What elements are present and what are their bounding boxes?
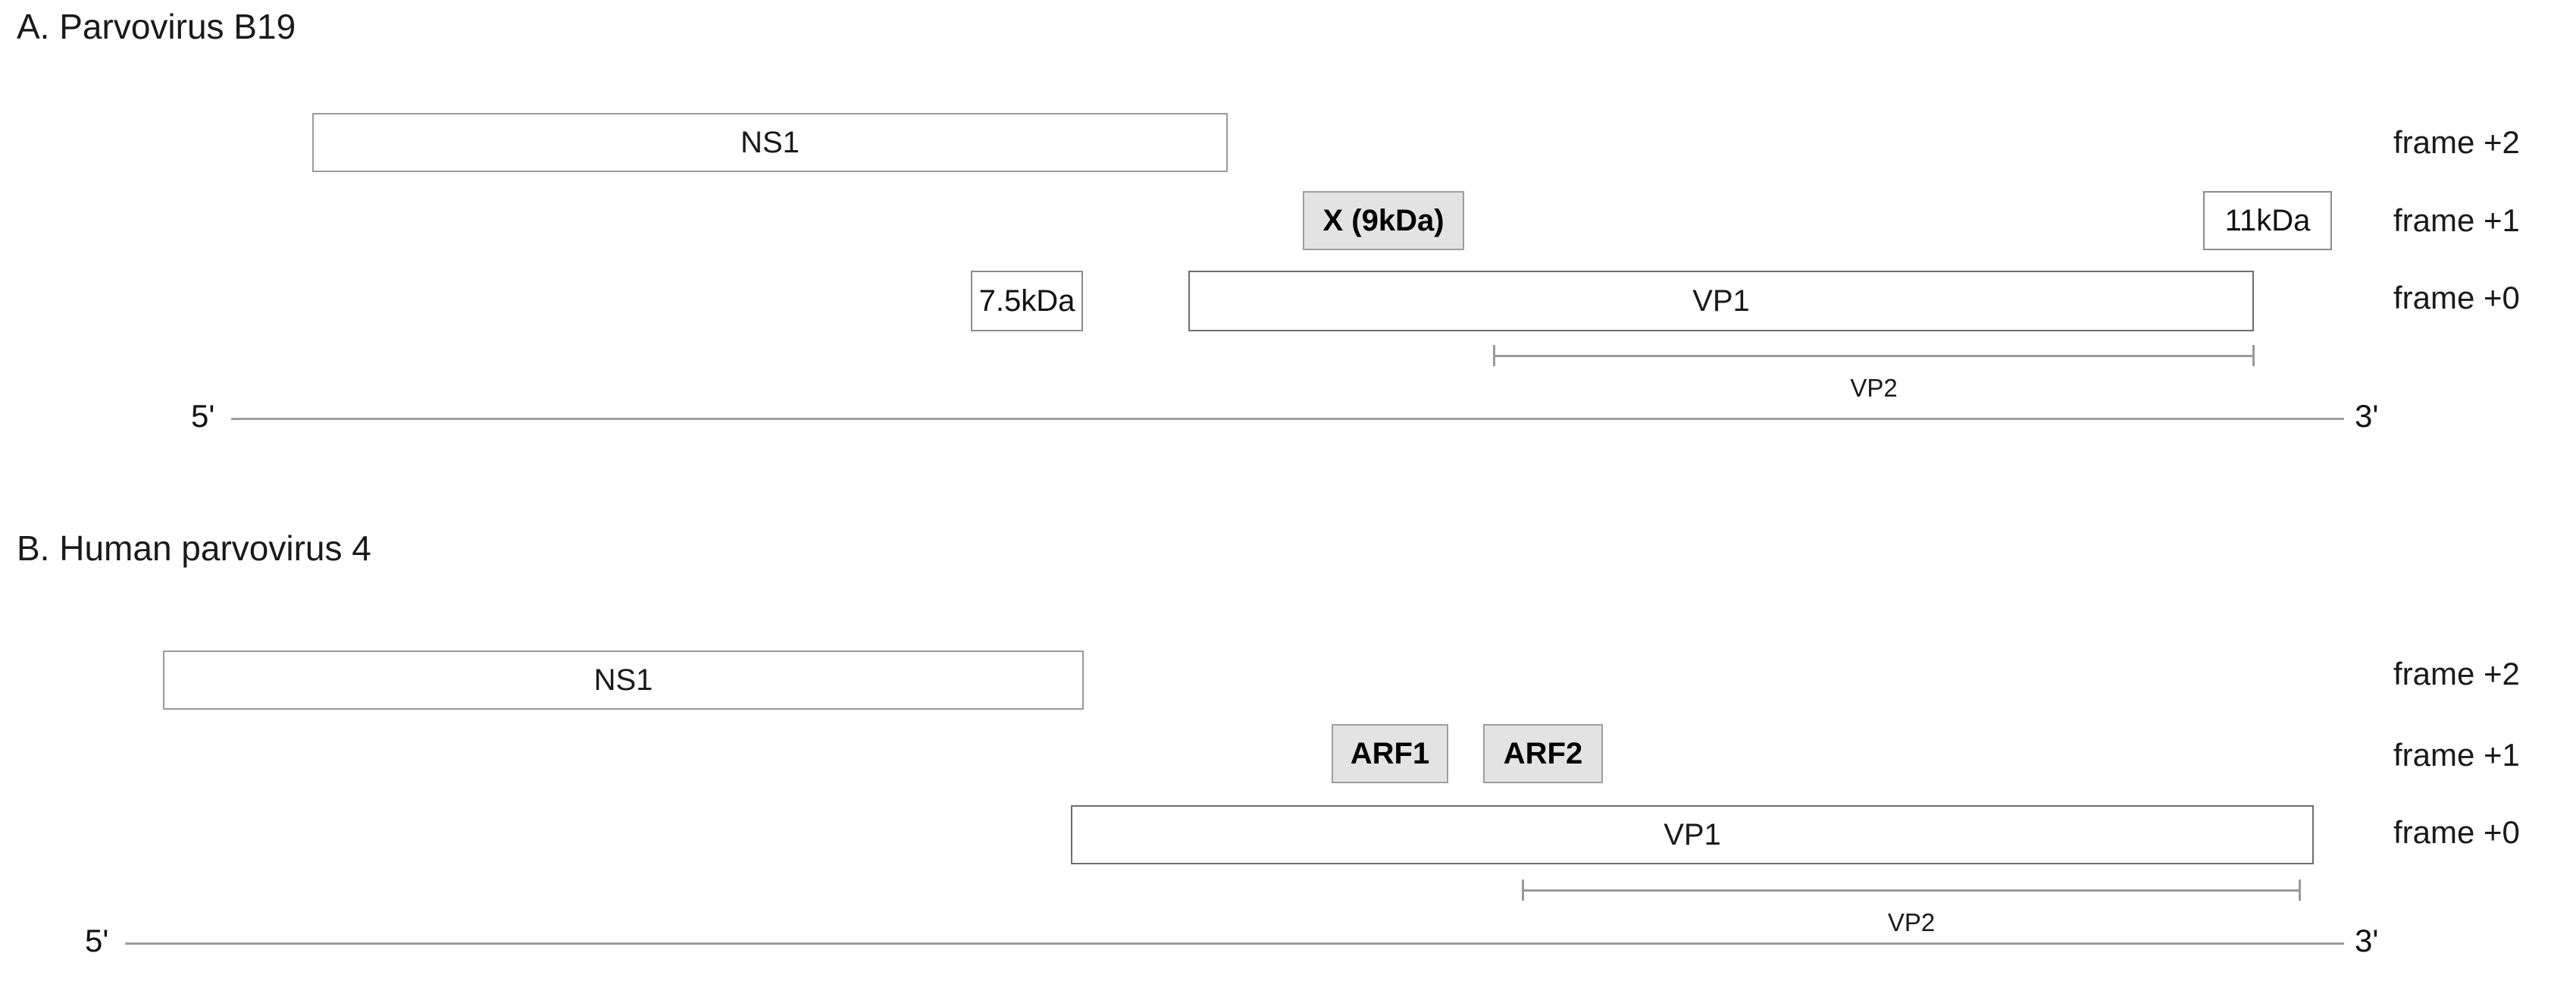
- panel-b-five-prime-label: 5': [85, 923, 109, 958]
- panel-b-orf-ns1: NS1: [163, 651, 1084, 710]
- panel-a-frame-plus2-label: frame +2: [2393, 124, 2520, 160]
- panel-a-frame-plus0-label: frame +0: [2393, 280, 2520, 315]
- panel-a-vp2-bracket-bar: [1493, 355, 2255, 357]
- panel-b-frame-plus1-label: frame +1: [2393, 737, 2520, 773]
- panel-a-three-prime-label: 3': [2355, 398, 2379, 434]
- panel-a-orf-vp1: VP1: [1188, 271, 2254, 331]
- panel-b-title: B. Human parvovirus 4: [17, 528, 371, 568]
- panel-b-orf-vp1: VP1: [1071, 805, 2314, 864]
- panel-a-vp2-bracket-tick-left: [1493, 345, 1495, 366]
- panel-a-chip-75kda-label: 7.5kDa: [978, 284, 1075, 318]
- panel-b-orf-ns1-label: NS1: [593, 663, 653, 697]
- panel-b-vp2-bracket-bar: [1522, 889, 2301, 892]
- panel-a-title: A. Parvovirus B19: [17, 7, 296, 46]
- panel-b-three-prime-label: 3': [2355, 923, 2379, 958]
- panel-a-orf-ns1: NS1: [312, 113, 1228, 172]
- panel-b-orf-vp1-label: VP1: [1664, 818, 1721, 851]
- panel-a-five-prime-label: 5': [191, 398, 215, 434]
- panel-a-chip-x9kda: X (9kDa): [1303, 191, 1464, 250]
- panel-a-genome-line: [231, 418, 2344, 420]
- panel-b-frame-plus2-label: frame +2: [2393, 656, 2520, 691]
- panel-b-vp2-label: VP2: [1887, 908, 1936, 936]
- panel-a-chip-x9kda-label: X (9kDa): [1322, 204, 1445, 237]
- panel-a-vp2-bracket-tick-right: [2252, 345, 2255, 366]
- panel-b-vp2-bracket-tick-left: [1522, 880, 1524, 901]
- panel-a-chip-11kda: 11kDa: [2203, 191, 2332, 250]
- panel-a-frame-plus1-label: frame +1: [2393, 202, 2520, 238]
- panel-b-vp2-bracket: [1522, 880, 2301, 901]
- panel-b-chip-arf1: ARF1: [1332, 724, 1448, 783]
- panel-a-orf-ns1-label: NS1: [740, 126, 800, 159]
- panel-a-orf-vp1-label: VP1: [1692, 284, 1750, 318]
- panel-b-chip-arf1-label: ARF1: [1350, 737, 1430, 770]
- panel-b-genome-line: [125, 942, 2344, 945]
- panel-a-vp2-bracket: [1493, 345, 2255, 366]
- panel-b-chip-arf2-label: ARF2: [1503, 737, 1583, 770]
- panel-b-chip-arf2: ARF2: [1483, 724, 1603, 783]
- panel-b-vp2-bracket-tick-right: [2299, 880, 2301, 901]
- panel-a-vp2-label: VP2: [1850, 374, 1898, 402]
- panel-b-frame-plus0-label: frame +0: [2393, 814, 2520, 850]
- panel-a-chip-75kda: 7.5kDa: [971, 271, 1083, 331]
- panel-a-chip-11kda-label: 11kDa: [2224, 204, 2311, 237]
